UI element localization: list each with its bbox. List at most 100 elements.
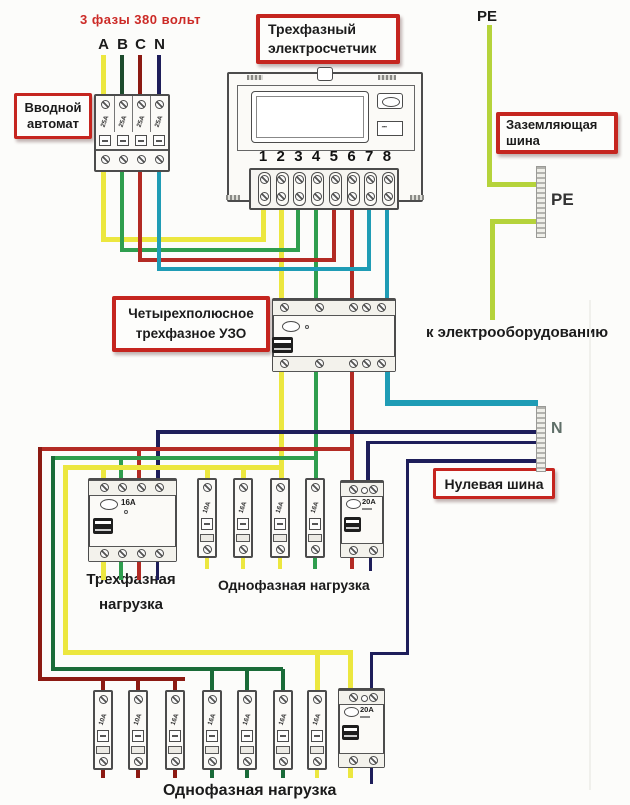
screw-icon [279,303,289,312]
screw-icon [100,155,110,164]
screw-icon [365,175,375,184]
meter-display-inner [256,96,364,138]
rating-label: 16А [121,498,136,507]
screw-icon [348,755,358,765]
supply-note: 3 фазы 380 вольт [80,12,201,27]
phase-letter-b: B [117,36,128,53]
breaker-single: 16А [237,690,257,770]
toggle-handle [241,730,253,742]
wire-meter-out-a [279,206,284,302]
wire-segment [101,170,106,242]
rating-label: 16А [309,500,321,515]
screw-icon [242,757,252,766]
wire-rcd-out-c [350,370,354,482]
toggle-handle [132,730,144,742]
wire-segment [261,206,266,242]
breaker-single: 16А [233,478,253,558]
wire-segment [245,669,249,692]
meter-label-line1: Трехфазный [268,21,356,37]
wire-segment [120,248,300,252]
three-phase-rcd-device: 16А [88,478,177,562]
screw-icon [376,303,386,312]
wire-segment [348,653,353,692]
screw-icon [348,692,358,702]
switch-handle [93,518,113,534]
terminal-capsule [258,172,271,206]
wire-segment [313,556,317,569]
toggle-handle [99,135,111,146]
screw-icon [368,755,378,765]
three-phase-load-line1: Трехфазная [86,571,176,588]
wire-segment [119,560,123,580]
breaker-single: 10А [128,690,148,770]
wire-segment [205,556,209,569]
terminal-capsule [328,172,342,206]
meter-seal-stamp [410,195,424,200]
wire-segment [136,764,140,778]
screw-icon [136,155,146,164]
label-band [131,746,145,754]
test-dot [305,325,309,329]
wire-segment [332,206,336,262]
wire-segment [101,560,106,580]
wire-segment [369,556,372,571]
screw-icon [278,757,288,766]
wire-segment [63,650,353,655]
screw-icon [361,303,371,312]
screw-icon [348,545,358,555]
rating-label: 25А [135,114,147,129]
meter-terminal-number: 2 [276,148,285,165]
wire-segment [315,764,319,778]
wire-segment [241,556,245,569]
meter-terminal-number: 5 [329,148,338,165]
breaker-single: 10А [93,690,113,770]
wire-segment [101,764,105,778]
terminal-strip [341,543,383,558]
pole-separator [132,96,133,132]
wire-segment [38,447,42,681]
screw-icon [136,549,146,558]
screw-icon [118,155,128,164]
toggle-handle [309,518,321,530]
center-dot [360,486,368,494]
test-mark [360,716,370,718]
screw-icon [155,549,164,558]
single-phase-load-bottom-label: Однофазная нагрузка [163,782,337,799]
screw-icon [170,757,180,766]
label-band [240,746,254,754]
wire-supply-n [157,55,161,97]
label-band [236,534,250,542]
screw-icon [376,359,386,368]
wire-meter-out-n [385,206,389,302]
wire-segment [51,667,283,671]
rating-label: 25А [117,114,129,129]
wire-segment [137,560,141,580]
wire-segment [315,653,320,692]
wire-segment [281,669,285,692]
label-band [96,746,110,754]
meter-info-text: ‴‴ [382,126,387,132]
divider-line [96,149,168,151]
screw-icon [348,175,358,184]
to-equipment-label: к электрооборудованию [426,324,609,341]
screw-icon [383,175,393,184]
brand-oval-icon [282,321,300,332]
screw-icon [330,175,340,184]
screw-icon [242,695,252,704]
test-dot [124,510,128,514]
breaker-single: 16А [270,478,290,558]
rating-label: 10А [201,500,213,515]
terminal-capsule [346,172,360,206]
button-oval-icon [382,97,400,107]
wire-pe-to-equipment [490,219,495,320]
three-phase-load-label: Трехфазная нагрузка [70,567,192,617]
meter-label-line2: электросчетчик [268,40,377,56]
wire-meter-out-c [350,206,354,302]
wire-segment [366,441,538,444]
screw-icon [368,484,378,494]
wire-segment [137,449,141,480]
input-breaker-label: Вводной автомат [14,93,92,139]
meter-terminal-number: 7 [365,148,374,165]
screw-icon [278,695,288,704]
